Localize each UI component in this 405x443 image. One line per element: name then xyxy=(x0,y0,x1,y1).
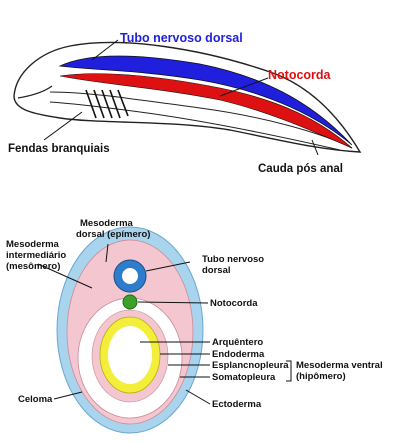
label-somatopleure: Somatopleura xyxy=(212,372,276,383)
label-archenteron: Arquêntero xyxy=(212,337,263,348)
label-ectoderm: Ectoderma xyxy=(212,399,262,410)
label-coelom: Celoma xyxy=(18,394,53,405)
label-notochord-section: Notocorda xyxy=(210,298,258,309)
gut-line-lower xyxy=(49,101,341,151)
chordate-cross-section: Mesoderma dorsal (epímero) Mesoderma int… xyxy=(6,218,383,434)
label-nerve-tube-2: dorsal xyxy=(202,265,231,276)
gill-slits xyxy=(85,89,129,119)
notochord-shape xyxy=(59,73,353,149)
label-notochord-top: Notocorda xyxy=(268,68,332,82)
label-intermediate-mesoderm-1: Mesoderma xyxy=(6,239,60,250)
label-intermediate-mesoderm-3: (mesômero) xyxy=(6,261,60,272)
label-splanchnopleure: Esplancnopleura xyxy=(212,360,289,371)
leader-lines xyxy=(37,243,292,405)
nerve-tube-shape xyxy=(58,55,353,146)
mouth-line xyxy=(17,85,53,99)
notochord-section xyxy=(122,294,138,310)
leader-tail xyxy=(311,139,319,156)
label-gill-slits: Fendas branquiais xyxy=(8,143,110,155)
label-dorsal-mesoderm-2: dorsal (epímero) xyxy=(76,229,150,240)
label-ventral-mesoderm-1: Mesoderma ventral xyxy=(296,360,383,371)
archenteron-cavity xyxy=(108,326,152,384)
label-nerve-tube-1: Tubo nervoso xyxy=(202,254,264,265)
nerve-tube-lumen xyxy=(122,268,138,284)
body-outline xyxy=(13,41,362,153)
gut-line-upper xyxy=(49,91,353,149)
leader-nerve-tube xyxy=(91,39,119,61)
leader-notochord xyxy=(219,77,269,97)
label-dorsal-mesoderm-1: Mesoderma xyxy=(80,218,134,229)
label-endoderm: Endoderma xyxy=(212,349,265,360)
label-intermediate-mesoderm-2: intermediário xyxy=(6,250,66,261)
leader-gill-slits xyxy=(43,111,83,141)
chordate-lateral-view: Tubo nervoso dorsal Notocorda Fendas bra… xyxy=(8,31,362,175)
label-ventral-mesoderm-2: (hipômero) xyxy=(296,371,346,382)
label-dorsal-nerve-tube: Tubo nervoso dorsal xyxy=(120,31,243,45)
label-post-anal-tail: Cauda pós anal xyxy=(258,163,343,175)
